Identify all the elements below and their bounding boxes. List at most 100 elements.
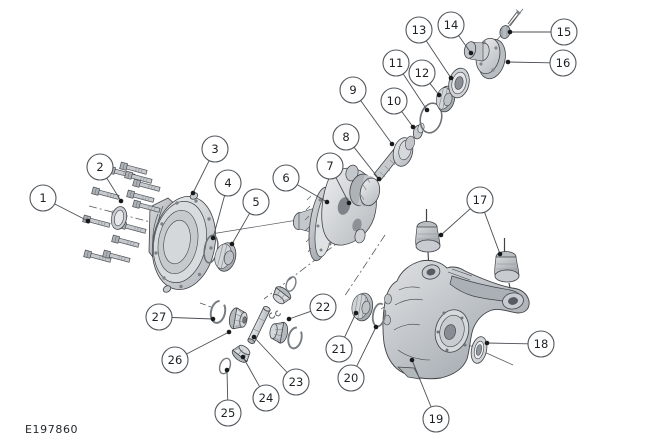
balloon-number: 3 bbox=[211, 142, 218, 156]
balloon-number: 12 bbox=[415, 66, 430, 80]
leader-dot-6 bbox=[324, 199, 330, 205]
balloon-circle bbox=[325, 335, 353, 363]
leader-dot-24 bbox=[240, 354, 246, 360]
part-lock-clip bbox=[275, 310, 281, 317]
leader-dot-1 bbox=[85, 218, 91, 224]
leader-line-23 bbox=[253, 336, 288, 373]
part-side-bearing bbox=[214, 242, 237, 272]
leader-dot-27 bbox=[210, 316, 216, 322]
balloon-circle bbox=[466, 186, 494, 214]
part-differential-cover bbox=[148, 192, 217, 293]
balloon-number: 21 bbox=[332, 342, 347, 356]
balloon-number: 10 bbox=[387, 94, 402, 108]
leader-dot-17 bbox=[438, 232, 444, 238]
leader-dot-16 bbox=[505, 59, 511, 65]
part-mount-left bbox=[415, 209, 441, 277]
balloon-circle bbox=[29, 184, 57, 212]
balloon-number: 15 bbox=[557, 25, 572, 39]
leader-line-2 bbox=[106, 177, 122, 202]
callout-balloon-23: 23 bbox=[282, 368, 310, 396]
balloon-circle bbox=[316, 152, 344, 180]
leader-dot-15 bbox=[507, 29, 513, 35]
leader-line-1 bbox=[54, 203, 89, 222]
leader-line-11 bbox=[402, 73, 428, 111]
balloon-circle bbox=[86, 153, 114, 181]
leader-dot-17 bbox=[497, 251, 503, 257]
leader-line-25 bbox=[226, 369, 229, 401]
callout-balloon-3: 3 bbox=[201, 135, 229, 163]
callout-balloon-21: 21 bbox=[325, 335, 353, 363]
callout-balloon-9: 9 bbox=[339, 76, 367, 104]
leader-line-18 bbox=[486, 342, 529, 345]
leader-line-16 bbox=[507, 61, 551, 64]
cover-bore bbox=[163, 219, 191, 265]
leader-line-17 bbox=[440, 208, 471, 236]
callout-balloon-7: 7 bbox=[316, 152, 344, 180]
balloon-number: 23 bbox=[289, 375, 304, 389]
part-seal-ring bbox=[110, 206, 128, 230]
leader-line-9 bbox=[360, 100, 393, 145]
part-thrust-washer-upper bbox=[285, 276, 297, 292]
leader-dot-8 bbox=[376, 176, 382, 182]
leader-line-27 bbox=[171, 317, 214, 320]
balloon-number: 7 bbox=[326, 159, 333, 173]
part-pinion-bearing-inner bbox=[392, 135, 415, 167]
leader-dot-9 bbox=[389, 141, 395, 147]
balloon-number: 6 bbox=[282, 171, 289, 185]
leader-dot-7 bbox=[346, 200, 352, 206]
leader-dot-23 bbox=[251, 334, 257, 340]
leader-dot-14 bbox=[468, 50, 474, 56]
leader-dot-12 bbox=[436, 92, 442, 98]
callout-balloon-24: 24 bbox=[252, 384, 280, 412]
internal-gear-set bbox=[209, 276, 387, 375]
balloon-number: 11 bbox=[389, 56, 404, 70]
balloon-circle bbox=[214, 399, 242, 427]
leader-dot-11 bbox=[424, 107, 430, 113]
balloon-number: 24 bbox=[259, 391, 274, 405]
leader-line-4 bbox=[212, 195, 226, 239]
leader-line-8 bbox=[353, 146, 380, 180]
part-collapsible-spacer bbox=[412, 122, 425, 140]
balloon-circle bbox=[339, 76, 367, 104]
part-output-seal bbox=[470, 336, 488, 364]
leader-line-6 bbox=[296, 184, 328, 203]
leader-line-5 bbox=[231, 213, 250, 245]
balloon-number: 13 bbox=[412, 23, 427, 37]
leader-dot-5 bbox=[229, 241, 235, 247]
leader-dot-21 bbox=[353, 310, 359, 316]
part-pinion-cross-shaft bbox=[247, 306, 271, 344]
callout-balloon-2: 2 bbox=[86, 153, 114, 181]
cotter-pin bbox=[516, 9, 521, 16]
callout-balloon-18: 18 bbox=[527, 330, 555, 358]
balloon-number: 27 bbox=[152, 310, 167, 324]
case-neck bbox=[345, 164, 359, 182]
callout-balloon-17: 17 bbox=[466, 186, 494, 214]
part-side-gear-left bbox=[228, 307, 248, 330]
part-pinion-gear-upper bbox=[272, 286, 292, 305]
leader-dot-10 bbox=[410, 124, 416, 130]
callout-balloon-27: 27 bbox=[145, 303, 173, 331]
leader-line-7 bbox=[335, 177, 350, 204]
balloon-number: 14 bbox=[444, 18, 459, 32]
balloon-number: 4 bbox=[224, 176, 231, 190]
balloon-number: 9 bbox=[349, 83, 356, 97]
balloon-circle bbox=[380, 87, 408, 115]
leader-dot-3 bbox=[190, 190, 196, 196]
leader-line-3 bbox=[192, 160, 210, 194]
leader-dot-4 bbox=[210, 235, 216, 241]
balloon-number: 19 bbox=[429, 412, 444, 426]
balloon-circle bbox=[549, 49, 577, 77]
balloon-circle bbox=[422, 405, 450, 433]
callout-balloon-6: 6 bbox=[272, 164, 300, 192]
balloon-circle bbox=[161, 346, 189, 374]
leader-dot-2 bbox=[118, 198, 124, 204]
callout-balloon-15: 15 bbox=[550, 18, 578, 46]
callout-balloon-13: 13 bbox=[405, 16, 433, 44]
leader-lines bbox=[54, 29, 551, 408]
balloon-circle bbox=[242, 188, 270, 216]
leader-line-10 bbox=[401, 111, 414, 128]
balloon-number: 26 bbox=[168, 353, 183, 367]
